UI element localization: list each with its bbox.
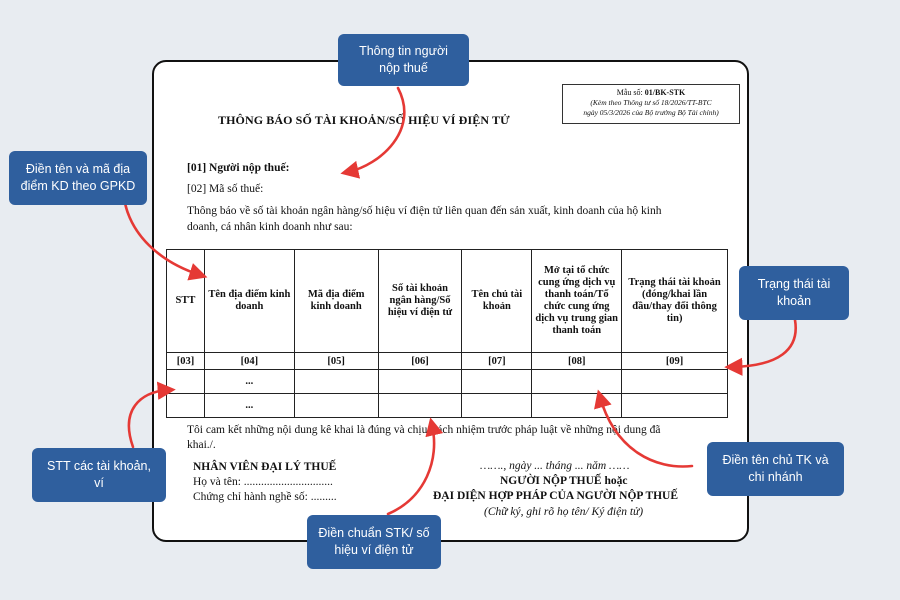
header-account-status: Trạng thái tài khoản (đóng/khai lần đầu/… (621, 249, 728, 353)
arrow-account-holder (594, 389, 694, 468)
header-location-code: Mã địa điểm kinh doanh (293, 249, 379, 353)
signer-line1: NGƯỜI NỘP THUẾ hoặc (500, 475, 628, 487)
document-title: THÔNG BÁO SỐ TÀI KHOẢN/SỐ HIỆU VÍ ĐIỆN T… (218, 113, 510, 127)
form-ref-line1: (Kèm theo Thông tư số 18/2026/TT-BTC (590, 98, 712, 107)
annotation-account-status: Trạng thái tài khoản (739, 266, 849, 320)
table-cell (166, 393, 205, 418)
table-row: ... (166, 369, 728, 394)
arrow-standard-account (386, 417, 444, 516)
table-cell: ... (203, 393, 295, 418)
field-taxpayer: [01] Người nộp thuế: (187, 162, 290, 174)
table-cell (461, 369, 533, 394)
commitment-line2: khai./. (187, 439, 216, 451)
annotation-standard-account-number: Điền chuẩn STK/ số hiệu ví điện tử (307, 515, 441, 569)
field-tax-code: [02] Mã số thuế: (187, 183, 264, 195)
date-line: ……., ngày ... tháng ... năm …… (480, 460, 630, 472)
arrow-stt-accounts (127, 381, 176, 449)
commitment-line1: Tôi cam kết những nội dung kê khai là đú… (187, 424, 661, 436)
header-location-name: Tên địa điểm kinh doanh (203, 249, 295, 353)
intro-line1: Thông báo về số tài khoản ngân hàng/số h… (187, 205, 662, 217)
arrow-account-status (724, 318, 797, 376)
agent-title: NHÂN VIÊN ĐẠI LÝ THUẾ (193, 461, 337, 473)
signer-note: (Chữ ký, ghi rõ họ tên/ Ký điện tử) (484, 506, 644, 518)
header-account-holder: Tên chủ tài khoản (461, 249, 533, 353)
table-cell (293, 393, 379, 418)
signer-line2: ĐẠI DIỆN HỢP PHÁP CỦA NGƯỜI NỘP THUẾ (433, 490, 679, 502)
account-table: STT Tên địa điểm kinh doanh Mã địa điểm … (166, 249, 728, 418)
agent-name-line: Họ và tên: .............................… (193, 476, 333, 488)
table-cell (293, 369, 379, 394)
form-code-box: Mẫu số: 01/BK-STK (Kèm theo Thông tư số … (562, 84, 740, 124)
table-cell: ... (203, 369, 295, 394)
table-cell (621, 393, 728, 418)
form-code-prefix: Mẫu số: (616, 88, 643, 97)
arrow-taxpayer-info (340, 86, 406, 179)
table-cell (377, 393, 463, 418)
table-cell (461, 393, 533, 418)
annotation-stt-accounts: STT các tài khoản, ví (32, 448, 166, 502)
intro-line2: doanh, cá nhân kinh doanh như sau: (187, 221, 353, 233)
form-code: 01/BK-STK (644, 88, 686, 97)
agent-cert-line: Chứng chỉ hành nghề số: ......... (193, 491, 337, 503)
annotation-location-name-code: Điền tên và mã địa điểm KD theo GPKD (9, 151, 147, 205)
arrow-location-name (122, 196, 208, 281)
annotation-account-holder-branch: Điền tên chủ TK và chi nhánh (707, 442, 844, 496)
form-ref-line2: ngày 05/3/2026 của Bộ trưởng Bộ Tài chín… (583, 108, 719, 117)
annotation-taxpayer-info: Thông tin người nộp thuế (338, 34, 469, 86)
